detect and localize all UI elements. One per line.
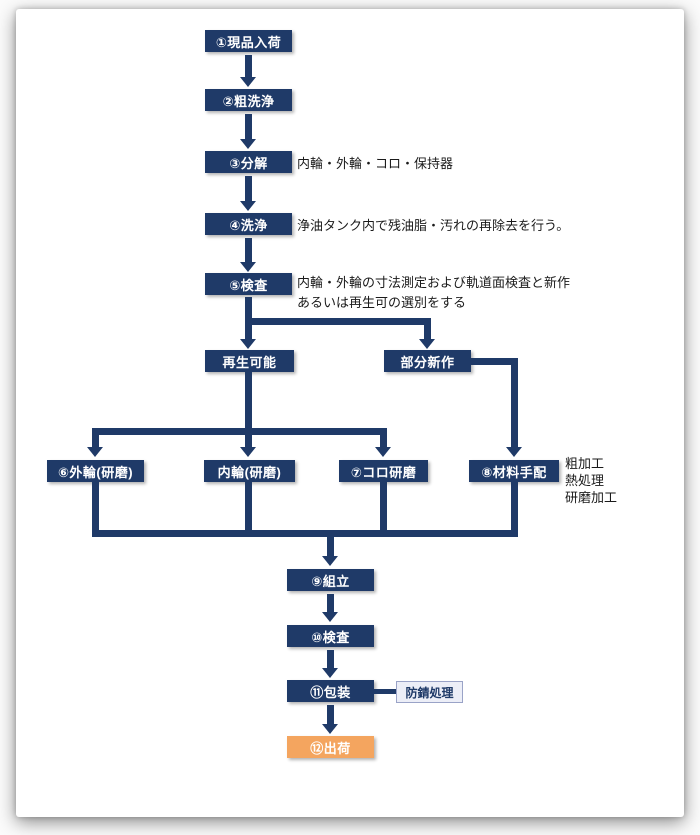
arrow-head-roller: [375, 447, 391, 457]
connector-to-regen: [245, 325, 252, 340]
connector-material-down2: [511, 482, 518, 530]
note-inspection-line1: 内輪・外輪の寸法測定および軌道面検査と新作: [297, 275, 571, 290]
note-cleaning: 浄油タンク内で残油脂・汚れの再除去を行う。: [297, 218, 570, 233]
connector-packaging-rustproof: [374, 689, 396, 694]
arrow-head-10-11: [322, 668, 338, 678]
note-material-line1: 粗加工: [565, 456, 605, 471]
arrow-head-outer: [87, 447, 103, 457]
node-inspection1: ⑤検査: [205, 273, 292, 295]
note-material-line2: 熱処理: [565, 473, 605, 488]
connector-to-partial: [424, 325, 431, 340]
connector-3-4: [245, 176, 252, 202]
connector-4-5: [245, 238, 252, 263]
node-incoming: ①現品入荷: [205, 30, 292, 52]
connector-partial-right: [471, 358, 518, 365]
arrow-head-2-3: [240, 139, 256, 149]
node-assembly: ⑨組立: [287, 569, 374, 591]
node-partial-new: 部分新作: [384, 350, 471, 372]
node-shipping: ⑫出荷: [287, 736, 374, 758]
connector-material-down: [511, 358, 518, 448]
connector-5-branch: [245, 297, 252, 325]
node-cleaning: ④洗浄: [205, 213, 292, 235]
note-material: 粗加工 熱処理 研磨加工: [565, 455, 617, 506]
note-inspection: 内輪・外輪の寸法測定および軌道面検査と新作 あるいは再生可の選別をする: [297, 273, 570, 313]
arrow-head-inner: [240, 447, 256, 457]
connector-regen-down: [245, 372, 252, 428]
connector-outer-down: [92, 482, 99, 530]
connector-to-assembly: [327, 537, 334, 557]
connector-to-inner: [245, 435, 252, 448]
arrow-head-regen: [240, 339, 256, 349]
connector-2-3: [245, 114, 252, 140]
arrow-head-9-10: [322, 612, 338, 622]
arrow-head-partial: [419, 339, 435, 349]
note-material-line3: 研磨加工: [565, 490, 618, 505]
fanout-horizontal-bar: [92, 428, 387, 435]
connector-1-2: [245, 55, 252, 78]
node-rough-wash: ②粗洗浄: [205, 89, 292, 111]
connector-to-outer: [92, 435, 99, 448]
connector-10-11: [327, 650, 334, 669]
node-inspection2: ⑩検査: [287, 625, 374, 647]
arrow-head-1-2: [240, 77, 256, 87]
arrow-head-4-5: [240, 262, 256, 272]
branch-horizontal-bar: [245, 318, 431, 325]
node-regenerable: 再生可能: [205, 350, 294, 372]
connector-roller-down: [380, 482, 387, 530]
node-outer-ring-grind: ⑥外輪(研磨): [47, 460, 144, 482]
connector-9-10: [327, 594, 334, 613]
connector-inner-down: [245, 482, 252, 530]
rust-prevention-note-box: 防錆処理: [396, 681, 463, 703]
collector-horizontal-bar: [92, 530, 518, 537]
note-inspection-line2: あるいは再生可の選別をする: [297, 295, 467, 310]
node-packaging: ⑪包装: [287, 680, 374, 702]
connector-to-roller: [380, 435, 387, 448]
note-disassembly: 内輪・外輪・コロ・保持器: [297, 156, 454, 171]
arrow-head-material: [506, 447, 522, 457]
arrow-head-3-4: [240, 201, 256, 211]
node-disassembly: ③分解: [205, 151, 292, 173]
arrow-head-assembly: [322, 556, 338, 566]
arrow-head-11-12: [322, 724, 338, 734]
node-roller-grind: ⑦コロ研磨: [339, 460, 428, 482]
connector-11-12: [327, 705, 334, 725]
node-inner-ring-grind: 内輪(研磨): [204, 460, 295, 482]
node-material-arrange: ⑧材料手配: [469, 460, 559, 482]
